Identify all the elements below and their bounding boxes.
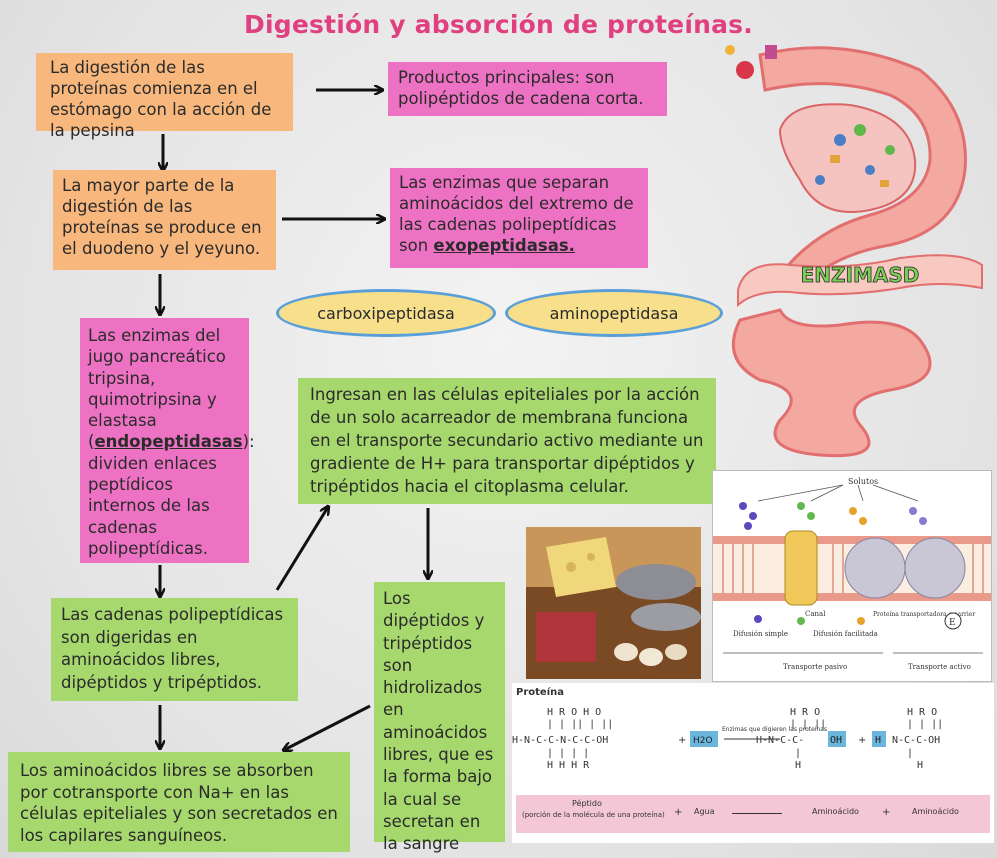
- box-amino-absorption: Los aminoácidos libres se absorben por c…: [8, 752, 350, 852]
- equation-aminoacido-2: Aminoácido: [912, 807, 959, 816]
- box-main-products-text: Productos principales: son polipéptidos …: [398, 68, 644, 108]
- protein-foods-photo: [526, 527, 701, 679]
- svg-text:OH: OH: [830, 735, 842, 746]
- box-duodenum-digestion: La mayor parte de la digestión de las pr…: [53, 170, 276, 270]
- box-duodenum-digestion-text: La mayor parte de la digestión de las pr…: [62, 176, 262, 258]
- equation-heading: Proteína: [516, 687, 564, 698]
- equation-agua: Agua: [694, 807, 715, 816]
- ellipse-carboxipeptidasa-label: carboxipeptidasa: [317, 303, 455, 323]
- svg-text:|: |: [907, 748, 913, 759]
- box-stomach-digestion-text: La digestión de las proteínas comienza e…: [50, 58, 272, 140]
- equation-peptido: Péptido: [572, 799, 602, 808]
- membrane-transport-graphic: Solutos Difusión simple Canal Difusión f…: [713, 477, 991, 671]
- box-main-products: Productos principales: son polipéptidos …: [388, 62, 667, 116]
- enzymes-banner: ENZIMASD: [801, 263, 920, 287]
- box-hydrolysis: Los dipéptidos y tripéptidos son hidroli…: [374, 582, 505, 853]
- svg-text:H R O: H R O: [907, 707, 937, 718]
- svg-text:H R O: H R O: [790, 707, 820, 718]
- svg-text:H R O H O: H R O H O: [547, 707, 601, 718]
- membrane-difusion-facilitada-label: Difusión facilitada: [813, 630, 878, 638]
- svg-text:H H H R: H H H R: [547, 760, 590, 771]
- page-title: Digestión y absorción de proteínas.: [244, 10, 753, 39]
- exopeptidasas-term: exopeptidasas.: [433, 236, 575, 255]
- svg-text:H: H: [875, 735, 881, 746]
- svg-text:H: H: [795, 760, 801, 771]
- box-endopeptidases-text-post: ): dividen enlaces peptídicos internos d…: [88, 432, 255, 558]
- ellipse-aminopeptidasa-label: aminopeptidasa: [549, 303, 679, 323]
- svg-text:| | ||: | | ||: [907, 719, 943, 730]
- food-icons: [725, 45, 777, 79]
- arrow-b8-b9: [284, 704, 371, 750]
- membrane-canal-label: Canal: [805, 610, 826, 618]
- membrane-difusion-simple-label: Difusión simple: [733, 630, 788, 638]
- ellipse-carboxipeptidasa: carboxipeptidasa: [276, 289, 496, 337]
- box-epithelial-entry: Ingresan en las células epiteliales por …: [298, 378, 716, 504]
- ellipse-aminopeptidasa: aminopeptidasa: [505, 289, 723, 337]
- svg-text:| | | |: | | | |: [547, 748, 589, 759]
- equation-enzimas: Enzimas que digieren las proteínas: [722, 726, 827, 733]
- endopeptidasas-term: endopeptidasas: [94, 432, 243, 452]
- equation-structures: H R O H O | | || | || H-N-C-C-N-C-C-OH |…: [512, 707, 943, 771]
- membrane-solutos-label: Solutos: [848, 477, 878, 486]
- box-hydrolysis-text: Los dipéptidos y tripéptidos son hidroli…: [383, 589, 494, 854]
- equation-peptido-sub: (porción de la molécula de una proteína): [522, 811, 665, 819]
- box-exopeptidases: Las enzimas que separan aminoácidos del …: [390, 168, 648, 268]
- svg-text:+: +: [678, 735, 686, 746]
- box-polypeptide-digestion-text: Las cadenas polipeptídicas son digeridas…: [61, 605, 284, 692]
- equation-arrow: [732, 813, 782, 814]
- equation-h2o: H2O: [693, 736, 713, 746]
- membrane-proteina-label: Proteína transportadora o carrier: [873, 611, 975, 618]
- box-epithelial-entry-text: Ingresan en las células epiteliales por …: [310, 385, 704, 496]
- svg-text:H-N-C-C-N-C-C-OH: H-N-C-C-N-C-C-OH: [512, 735, 608, 746]
- stomach-illustration: ENZIMASD: [725, 45, 983, 458]
- membrane-transporte-pasivo-label: Transporte pasivo: [783, 663, 847, 671]
- svg-text:+: +: [858, 735, 866, 746]
- equation-plus-1: +: [674, 807, 683, 818]
- svg-text:| | || | ||: | | || | ||: [547, 719, 613, 730]
- membrane-energy-label: E: [949, 618, 956, 628]
- membrane-transport-diagram: Solutos Difusión simple Canal Difusión f…: [712, 470, 992, 682]
- svg-text:H: H: [917, 760, 923, 771]
- svg-text:| | ||: | | ||: [790, 719, 826, 730]
- box-amino-absorption-text: Los aminoácidos libres se absorben por c…: [20, 761, 338, 845]
- peptide-hydrolysis-equation: Proteína H R O H O | | || | || H-N-C-C-N…: [512, 683, 994, 843]
- box-polypeptide-digestion: Las cadenas polipeptídicas son digeridas…: [51, 598, 298, 701]
- equation-aminoacido-1: Aminoácido: [812, 807, 859, 816]
- arrow-b7-b6: [275, 507, 328, 591]
- equation-bottom-bar: [516, 795, 990, 833]
- box-stomach-digestion: La digestión de las proteínas comienza e…: [36, 53, 293, 140]
- equation-plus-2: +: [882, 807, 891, 818]
- box-endopeptidases: Las enzimas del jugo pancreático tripsin…: [80, 318, 255, 563]
- membrane-transporte-activo-label: Transporte activo: [908, 663, 971, 671]
- box-exopeptidases-text: Las enzimas que separan aminoácidos del …: [399, 173, 634, 255]
- svg-text:|: |: [795, 748, 801, 759]
- box-endopeptidases-text-pre: Las enzimas del jugo pancreático tripsin…: [88, 326, 226, 452]
- svg-text:N-C-C-OH: N-C-C-OH: [892, 735, 940, 746]
- svg-text:H-N-C-C-: H-N-C-C-: [756, 735, 804, 746]
